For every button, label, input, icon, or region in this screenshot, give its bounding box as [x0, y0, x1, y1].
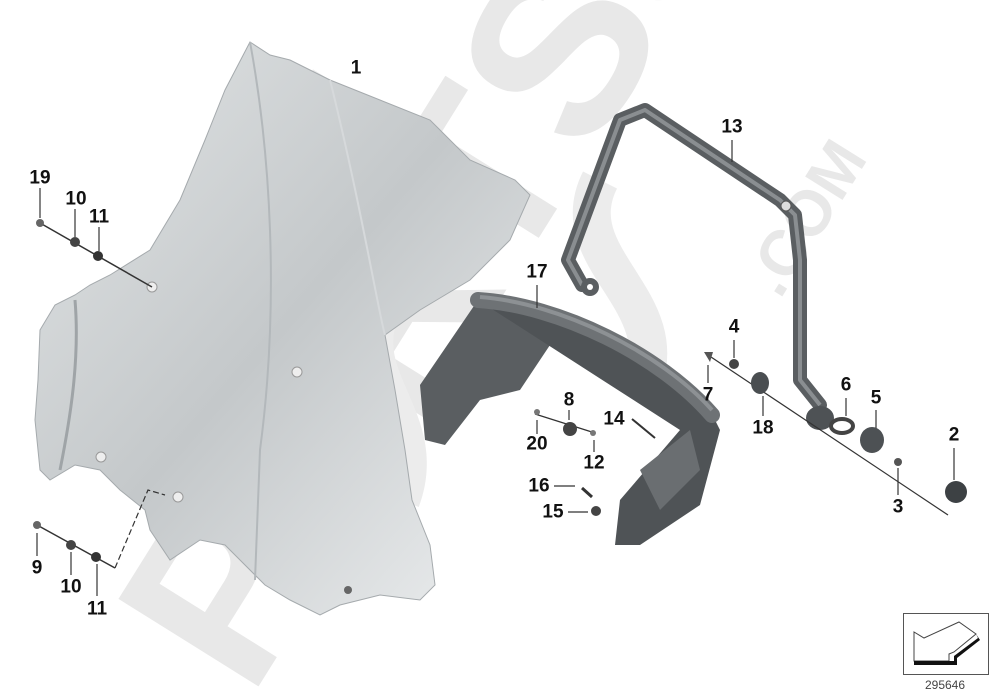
- callout-5[interactable]: 5: [870, 387, 882, 409]
- callout-1[interactable]: 1: [350, 57, 362, 79]
- callout-9[interactable]: 9: [31, 557, 43, 579]
- callout-2[interactable]: 2: [948, 424, 960, 446]
- callout-7[interactable]: 7: [702, 384, 714, 406]
- callout-10-lower[interactable]: 10: [60, 576, 82, 598]
- direction-reference-box: [903, 613, 989, 675]
- callout-13[interactable]: 13: [721, 116, 743, 138]
- callout-4[interactable]: 4: [728, 316, 740, 338]
- callout-12[interactable]: 12: [583, 452, 605, 474]
- callout-11-lower[interactable]: 11: [86, 598, 108, 620]
- arrow-direction-icon: [913, 621, 980, 665]
- diagram-reference-number: 295646: [924, 678, 966, 692]
- callout-18[interactable]: 18: [752, 417, 774, 439]
- callout-10-upper[interactable]: 10: [65, 188, 87, 210]
- callout-17[interactable]: 17: [526, 261, 548, 283]
- callout-16[interactable]: 16: [528, 475, 550, 497]
- callout-19[interactable]: 19: [29, 167, 51, 189]
- callout-6[interactable]: 6: [840, 374, 852, 396]
- callout-3[interactable]: 3: [892, 496, 904, 518]
- callout-20[interactable]: 20: [526, 433, 548, 455]
- callout-8[interactable]: 8: [563, 389, 575, 411]
- callout-11-upper[interactable]: 11: [88, 206, 110, 228]
- callout-14[interactable]: 14: [603, 408, 625, 430]
- callout-15[interactable]: 15: [542, 501, 564, 523]
